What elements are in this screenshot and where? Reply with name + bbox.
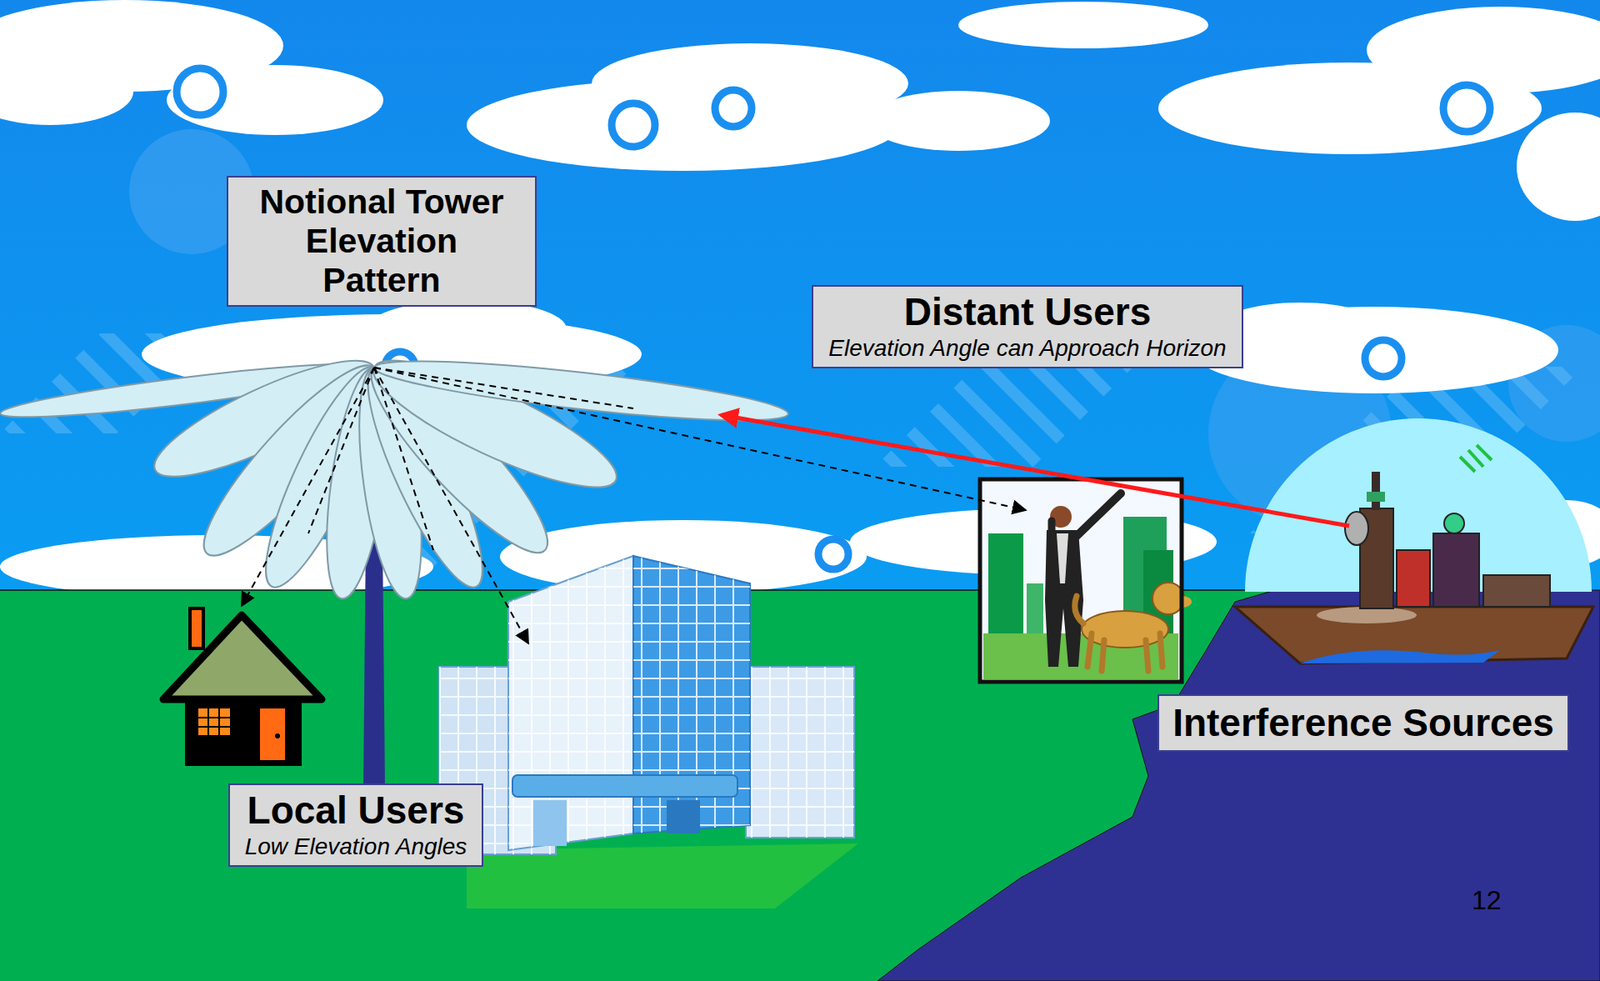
box-title: Distant Users bbox=[828, 290, 1226, 335]
box-title: Local Users bbox=[245, 788, 468, 833]
box-title: Notional Tower Elevation Pattern bbox=[256, 182, 507, 300]
ground bbox=[0, 590, 1600, 981]
elevation-pattern bbox=[0, 339, 790, 603]
box-title: Interference Sources bbox=[1172, 700, 1555, 745]
ship bbox=[1235, 418, 1594, 664]
label-box: Interference Sources bbox=[1157, 694, 1570, 752]
house bbox=[163, 608, 322, 766]
box-subtitle: Low Elevation Angles bbox=[245, 832, 468, 861]
box-subtitle: Elevation Angle can Approach Horizon bbox=[828, 334, 1226, 363]
page-number: 12 bbox=[1471, 885, 1502, 916]
signal-lines bbox=[241, 367, 1350, 644]
office-building bbox=[439, 555, 859, 909]
label-box: Notional Tower Elevation Pattern bbox=[226, 175, 537, 307]
user-picture bbox=[980, 479, 1192, 682]
label-box: Local UsersLow Elevation Angles bbox=[228, 783, 485, 867]
label-box: Distant UsersElevation Angle can Approac… bbox=[811, 285, 1243, 369]
